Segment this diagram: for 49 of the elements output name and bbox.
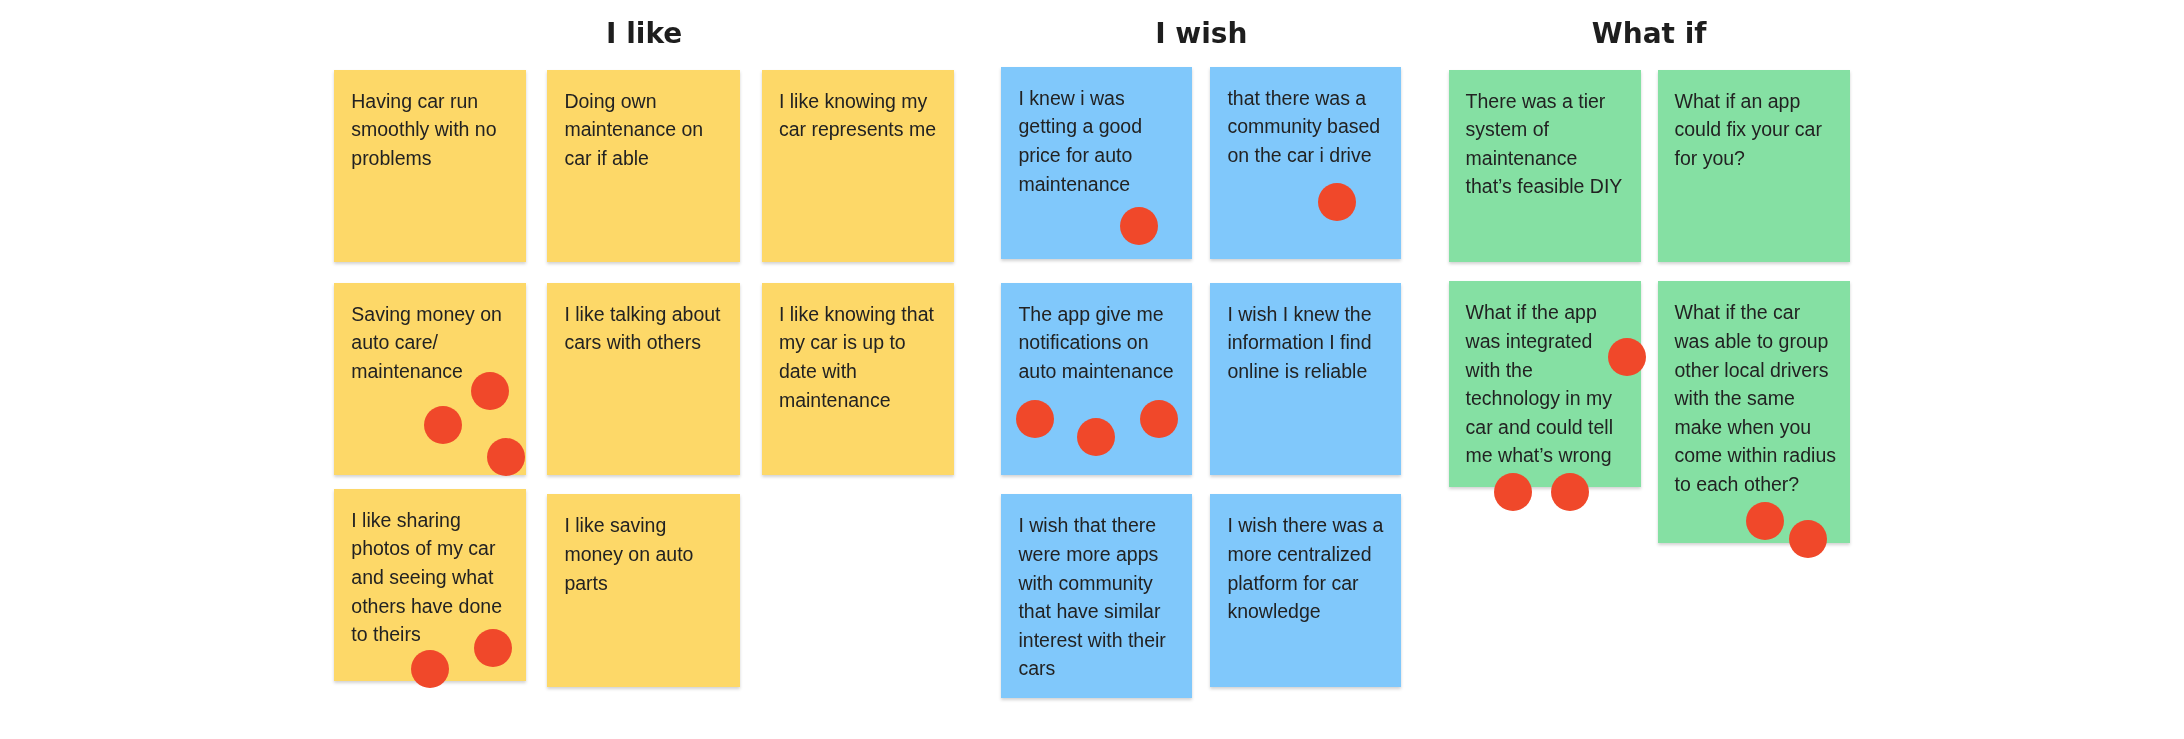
sticky-note (1448, 281, 1641, 488)
sticky-note (761, 69, 955, 262)
sticky-note (1210, 66, 1402, 260)
vote-dot (1077, 418, 1116, 457)
note-text: that there was a community based on the car i drive (1227, 85, 1382, 169)
vote-dot (1745, 501, 1784, 540)
note-text: Doing own maintenance on car if able (564, 88, 705, 171)
note-text: Saving money on auto care/ maintenance (351, 301, 503, 384)
sticky-note (334, 282, 527, 475)
note-text: I wish I knew the information I find online is reliable (1227, 301, 1373, 384)
vote-dot (474, 628, 513, 667)
vote-dot (471, 372, 510, 411)
note-text: I knew i was getting a good price for auto maintenance (1018, 85, 1144, 197)
note-text: Having car run smoothly with no problems (351, 88, 498, 171)
vote-dot (1139, 400, 1178, 439)
sticky-note (1001, 66, 1193, 260)
vote-dot (423, 405, 462, 444)
sticky-note (1210, 494, 1402, 687)
vote-dot (1318, 182, 1357, 221)
sticky-note (547, 282, 740, 475)
sticky-note (547, 494, 740, 687)
sticky-note (1001, 282, 1193, 475)
sticky-note (1657, 281, 1850, 544)
note-text: I like knowing that my car is up to date with maintenance (778, 301, 935, 413)
note-text: What if the car was able to group other local drivers with the same make when you come within radius to each other? (1674, 300, 1837, 497)
note-text: What if the app was integrated with the technology in my car and could tell me what’s wrong (1465, 300, 1614, 469)
vote-dot (486, 437, 525, 476)
sticky-note (1448, 69, 1641, 262)
column-heading: I like (605, 16, 684, 50)
sticky-note (1657, 69, 1850, 262)
note-text: I like knowing my car represents me (778, 88, 938, 143)
sticky-note (1001, 494, 1193, 698)
note-text: I like saving money on auto parts (564, 513, 695, 596)
note-text: There was a tier system of maintenance that’s feasible DIY (1465, 88, 1624, 200)
note-text: What if an app could fix your car for you? (1674, 88, 1823, 171)
vote-dot (1015, 400, 1054, 439)
note-text: I wish there was a more centralized platform for car knowledge (1227, 513, 1385, 625)
column-heading: I wish (1154, 16, 1249, 50)
note-text: The app give me notifications on auto maintenance (1018, 301, 1175, 384)
sticky-note (761, 282, 955, 475)
column-heading: What if (1590, 16, 1708, 50)
sticky-note (334, 488, 527, 682)
vote-dot (1120, 206, 1159, 245)
sticky-note (334, 69, 527, 262)
sticky-note (1210, 282, 1402, 475)
note-text: I like talking about cars with others (564, 301, 722, 356)
sticky-note (547, 69, 740, 262)
note-text: I wish that there were more apps with community that have similar interest with their cars (1018, 513, 1167, 682)
note-text: I like sharing photos of my car and seeing what others have done to theirs (351, 507, 503, 648)
